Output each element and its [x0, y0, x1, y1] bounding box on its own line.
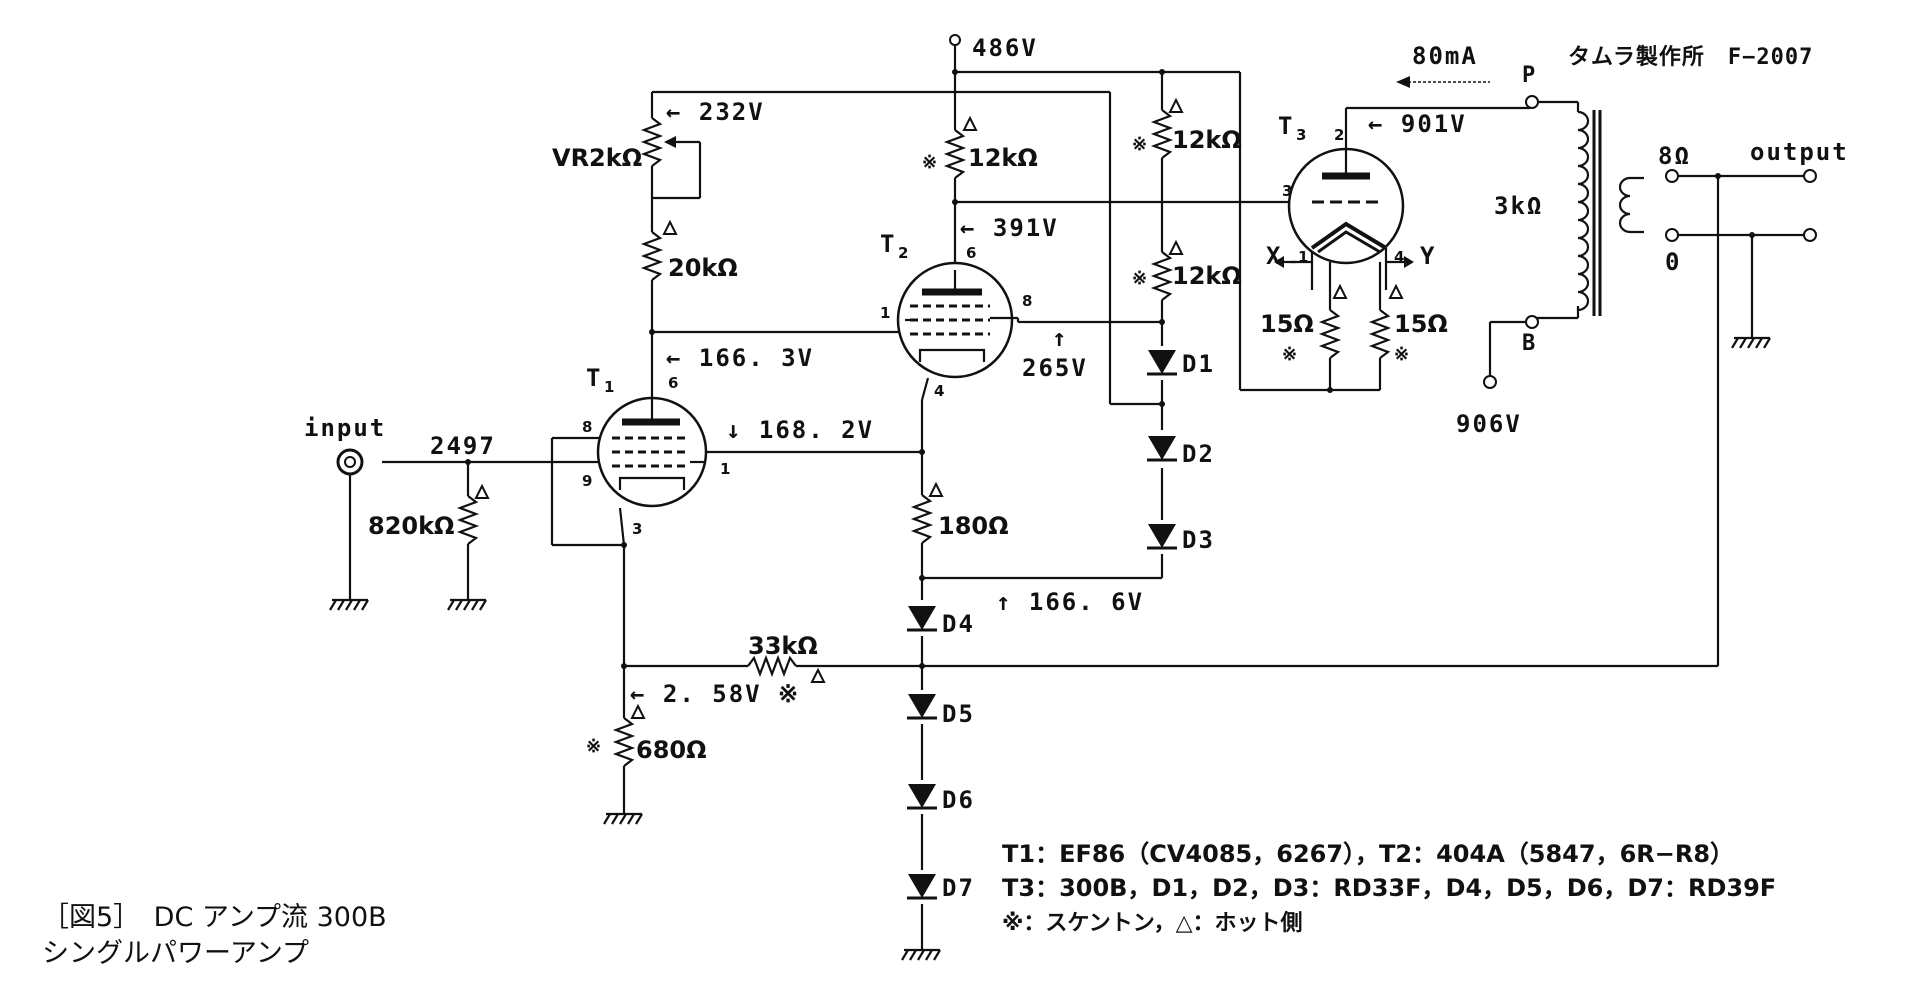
svg-text:D2: D2	[1182, 440, 1215, 468]
transformer-model: タムラ製作所 F−2007	[1568, 44, 1813, 70]
hot-side-marks	[474, 97, 1404, 719]
junctions	[465, 69, 1333, 669]
svg-text:※: ※	[922, 152, 939, 173]
svg-text:T: T	[880, 230, 896, 258]
x-label: X	[1266, 242, 1282, 270]
r15b-label: 15Ω	[1394, 310, 1448, 338]
svg-text:T: T	[1278, 112, 1294, 140]
voltage-166-6: ↑ 166. 6V	[996, 588, 1144, 616]
wires	[348, 40, 1805, 950]
svg-text:6: 6	[966, 244, 976, 262]
svg-text:D6: D6	[942, 786, 975, 814]
figure-caption-line-2: シングルパワーアンプ	[42, 938, 309, 969]
svg-text:2: 2	[898, 244, 908, 262]
r15a-label: 15Ω	[1260, 310, 1314, 338]
voltage-2-58: ← 2. 58V ※	[630, 680, 800, 708]
svg-text:6: 6	[668, 374, 678, 392]
voltage-391: ← 391V	[960, 214, 1059, 242]
r12k-a-label: 12kΩ	[968, 144, 1038, 172]
r820k-label: 820kΩ	[368, 512, 454, 540]
primary-impedance: 3kΩ	[1494, 192, 1543, 220]
voltage-168-2: ↓ 168. 2V	[726, 416, 874, 444]
svg-text:T: T	[586, 364, 602, 392]
svg-text:4: 4	[934, 382, 944, 400]
svg-text:3: 3	[1296, 126, 1306, 144]
diode-labels: D1 D2 D3 D4 D5 D6 D7	[942, 350, 1215, 902]
figure-caption-line-1: ［図5］ DC アンプ流 300B	[42, 902, 387, 933]
tube-t1	[596, 396, 738, 508]
tube-t2	[896, 261, 1020, 379]
r12k-c-label: 12kΩ	[1172, 262, 1242, 290]
vr2k-label: VR2kΩ	[552, 144, 642, 172]
supply-voltage: 486V	[972, 34, 1038, 62]
flow-arrows	[1274, 76, 1490, 268]
tube-labels: T 1 T 2 T 3	[586, 112, 1306, 396]
node-2497: 2497	[430, 432, 496, 460]
svg-text:D1: D1	[1182, 350, 1215, 378]
svg-text:2: 2	[1334, 126, 1344, 144]
svg-text:※: ※	[1394, 344, 1411, 365]
svg-text:1: 1	[720, 460, 730, 478]
input-jack	[336, 448, 364, 476]
svg-text:9: 9	[582, 472, 592, 490]
r20k-label: 20kΩ	[668, 254, 738, 282]
svg-text:3: 3	[632, 520, 642, 538]
r12k-b-label: 12kΩ	[1172, 126, 1242, 154]
voltage-906: 906V	[1456, 410, 1522, 438]
tap-0: 0	[1665, 248, 1681, 276]
svg-text:4: 4	[1394, 248, 1404, 266]
svg-text:※: ※	[1282, 344, 1299, 365]
pin-numbers: 6 8 9 1 3 6 1 8 4 2 3 1 4	[582, 126, 1404, 538]
pin-p: P	[1522, 63, 1537, 88]
tap-8ohm: 8Ω	[1658, 142, 1691, 170]
output-label: output	[1750, 138, 1849, 166]
voltage-901: ← 901V	[1368, 110, 1467, 138]
r180-label: 180Ω	[938, 512, 1009, 540]
input-label: input	[304, 414, 386, 442]
svg-text:※: ※	[1132, 268, 1149, 289]
svg-text:D7: D7	[942, 874, 975, 902]
current-80ma: 80mA	[1412, 42, 1478, 70]
y-label: Y	[1420, 242, 1436, 270]
svg-text:D5: D5	[942, 700, 975, 728]
pin-b: B	[1522, 331, 1537, 356]
svg-text:D3: D3	[1182, 526, 1215, 554]
legend-line-1: T1：EF86（CV4085，6267），T2：404A（5847，6R−R8）	[1002, 840, 1734, 868]
scanton-marks: ※ ※ ※ ※ ※ ※	[586, 134, 1411, 757]
svg-text:3: 3	[1282, 182, 1292, 200]
svg-text:1: 1	[604, 378, 614, 396]
terminals	[949, 34, 1817, 389]
svg-text:1: 1	[1298, 248, 1308, 266]
voltage-265: 265V	[1022, 354, 1088, 382]
voltage-166-3: ← 166. 3V	[666, 344, 814, 372]
svg-text:※: ※	[586, 736, 603, 757]
svg-text:8: 8	[582, 418, 592, 436]
svg-text:D4: D4	[942, 610, 975, 638]
svg-text:1: 1	[880, 304, 890, 322]
legend-line-2: T3：300B，D1，D2，D3：RD33F，D4，D5，D6，D7：RD39F	[1002, 874, 1776, 902]
r33k-label: 33kΩ	[748, 632, 818, 660]
voltage-265-arrow: ↑	[1052, 324, 1068, 352]
primary-winding	[1576, 110, 1590, 312]
voltage-232: ← 232V	[666, 98, 765, 126]
r680-label: 680Ω	[636, 736, 707, 764]
secondary-winding	[1618, 176, 1631, 234]
tube-t3	[1287, 147, 1405, 265]
svg-text:8: 8	[1022, 292, 1032, 310]
legend-line-3: ※：スケントン，△：ホット側	[1002, 911, 1303, 936]
svg-text:※: ※	[1132, 134, 1149, 155]
